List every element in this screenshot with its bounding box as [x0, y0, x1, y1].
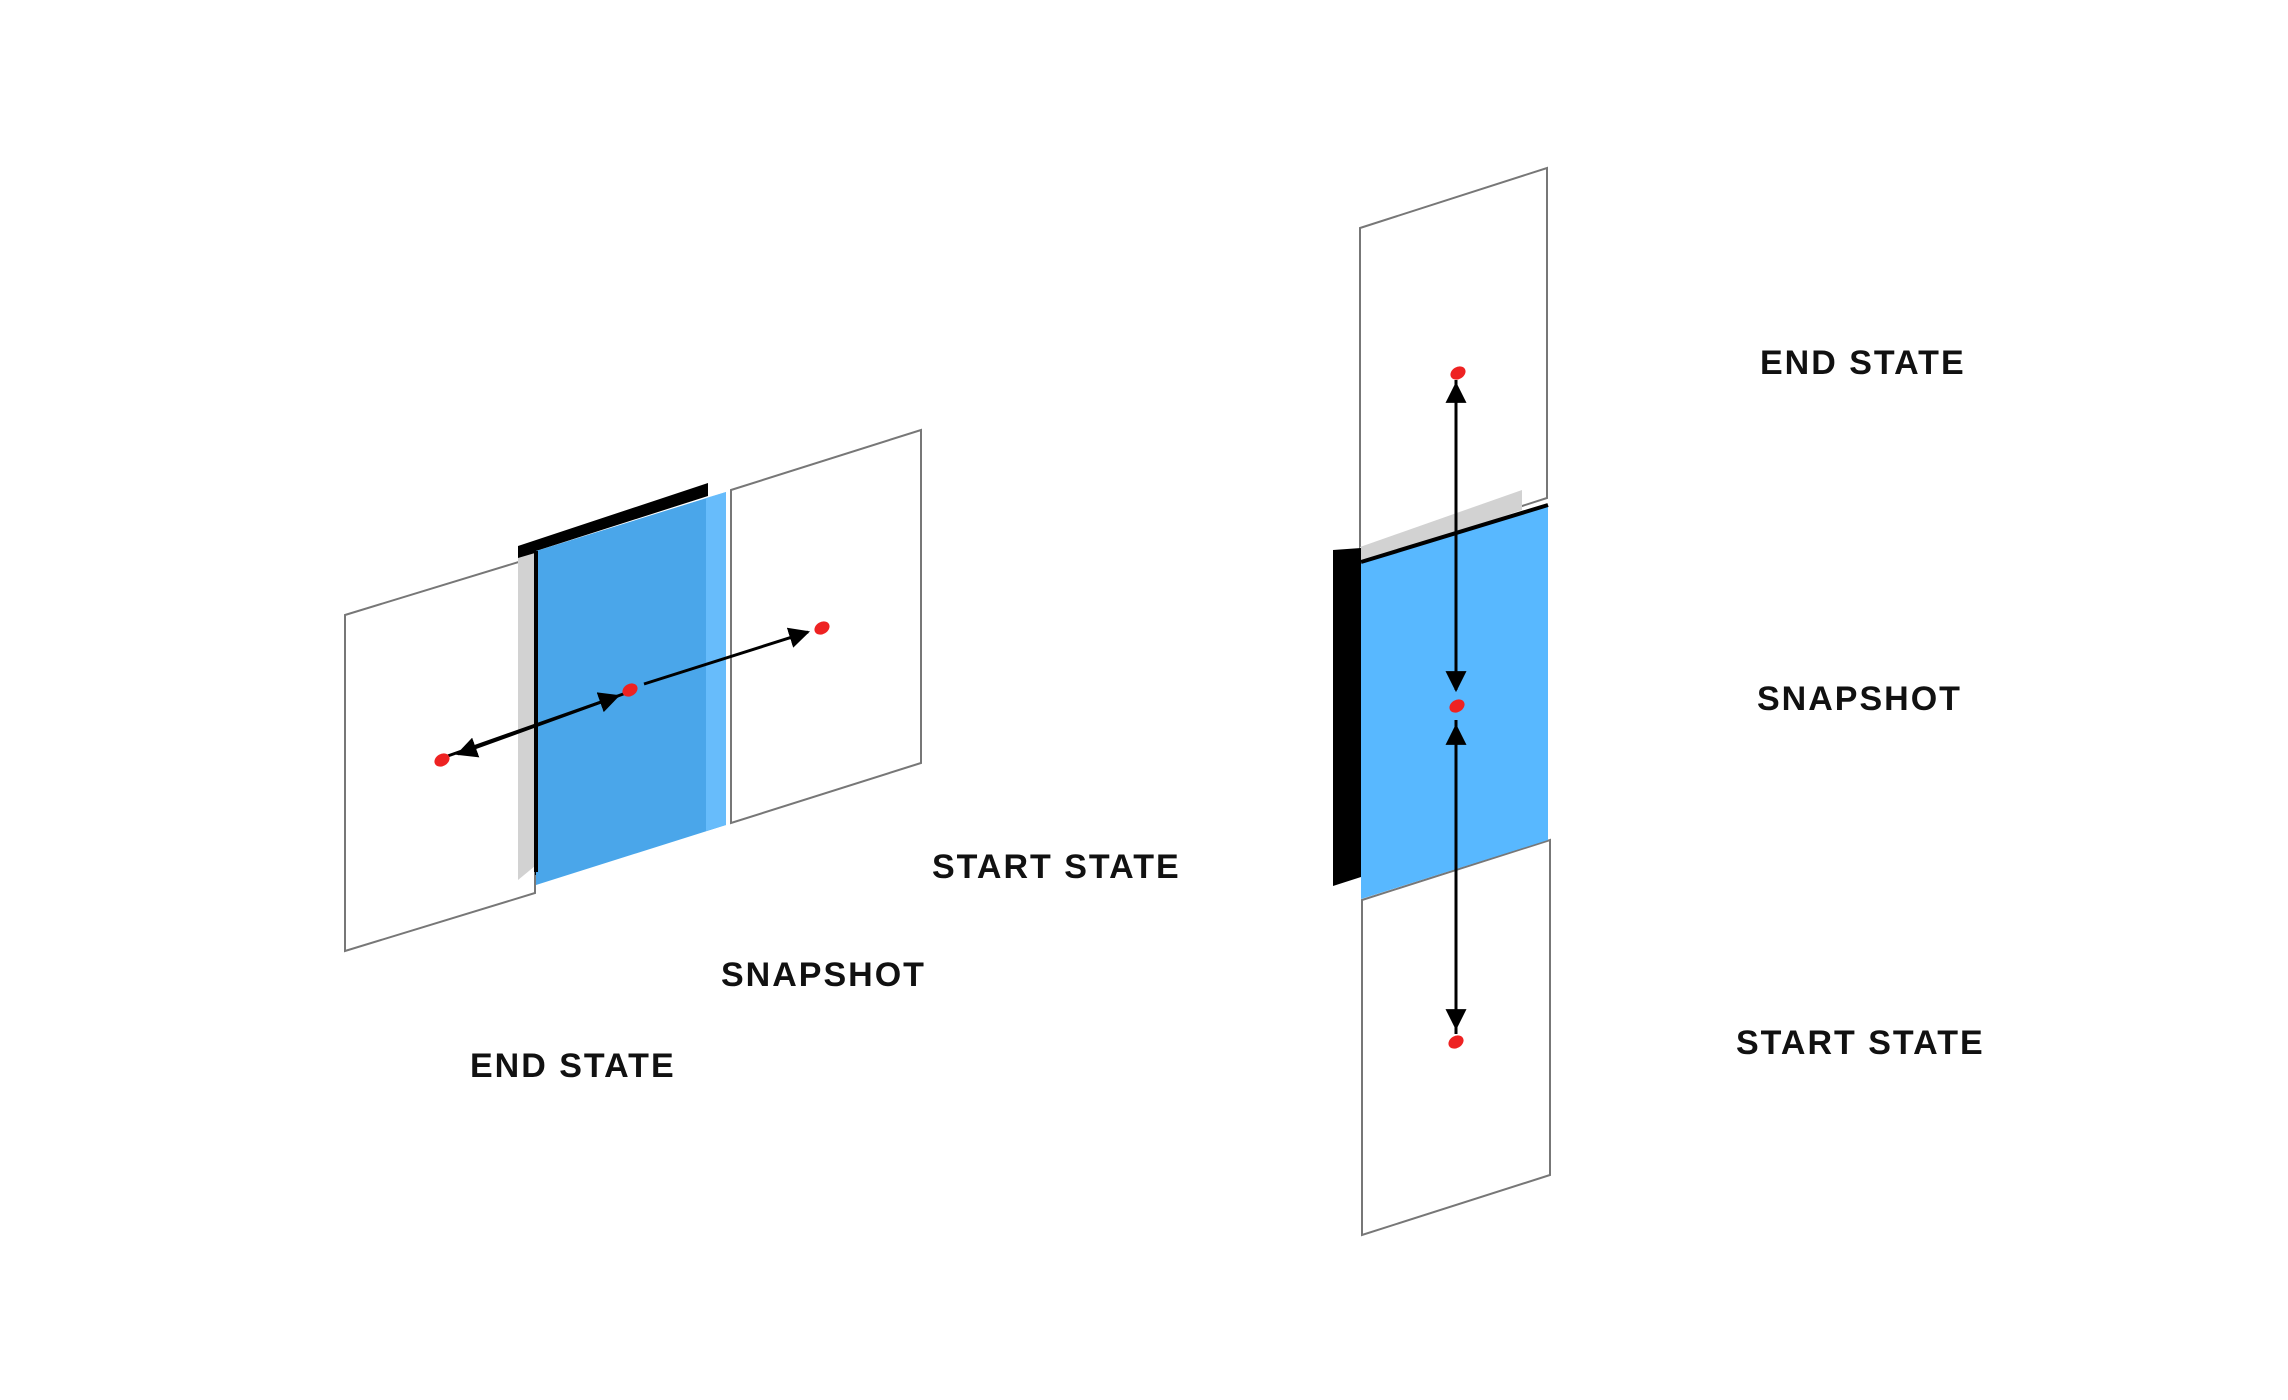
left-snapshot-label: SNAPSHOT: [721, 956, 926, 994]
right-snapshot-shadow-black: [1333, 548, 1361, 886]
right-start-point: [1448, 1035, 1464, 1049]
left-start-state-label: START STATE: [932, 848, 1181, 886]
left-start-point: [814, 621, 830, 635]
left-diagram: START STATE SNAPSHOT END STATE: [344, 428, 1181, 1085]
left-end-state-panel: [344, 555, 536, 953]
left-arrow-from-start: [643, 627, 811, 686]
right-end-state-panel: [1359, 166, 1548, 560]
right-start-state-label: START STATE: [1736, 1024, 1985, 1062]
right-snapshot-shadow-gray: [1360, 490, 1522, 565]
right-snapshot-point: [1449, 699, 1465, 713]
right-start-state-panel: [1361, 838, 1551, 1237]
left-start-state-panel: [730, 428, 922, 825]
left-snapshot-point: [622, 683, 638, 697]
left-end-point: [434, 753, 450, 767]
right-end-state-label: END STATE: [1760, 344, 1966, 382]
right-snapshot-label: SNAPSHOT: [1757, 680, 1962, 718]
left-snapshot-shadow-gray: [518, 550, 535, 880]
left-arrow-to-snapshot: [441, 692, 620, 760]
right-diagram: END STATE SNAPSHOT START STATE: [1333, 166, 1985, 1237]
right-end-point: [1450, 366, 1466, 380]
left-end-state-label: END STATE: [470, 1047, 676, 1085]
